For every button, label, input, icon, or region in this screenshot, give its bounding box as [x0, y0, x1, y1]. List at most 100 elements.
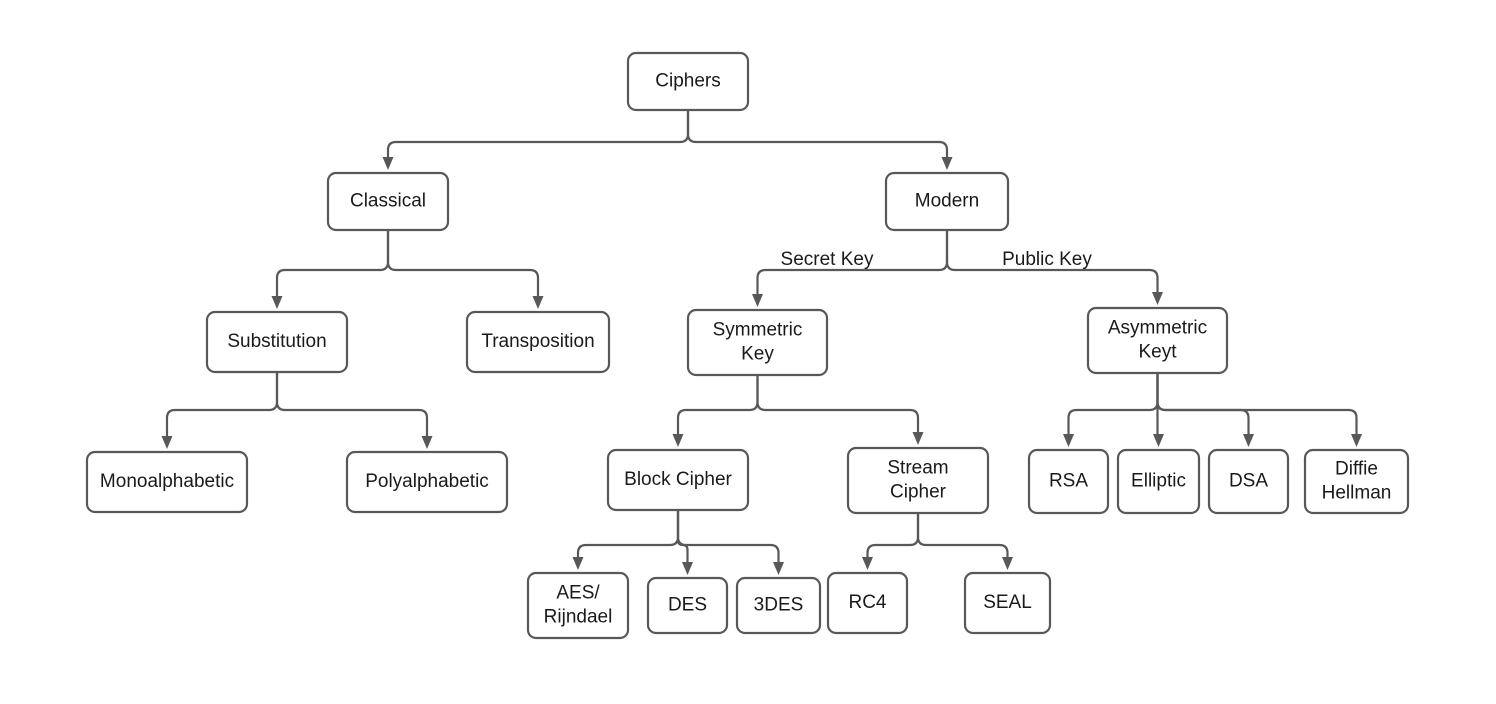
node-box[interactable]: [846, 446, 990, 515]
node-box[interactable]: [686, 308, 829, 377]
node-box[interactable]: [1086, 306, 1229, 375]
arrowhead-icon: [1351, 434, 1362, 447]
node-label: DSA: [1229, 471, 1268, 492]
arrowhead-icon: [1153, 434, 1164, 447]
arrowhead-icon: [1243, 434, 1254, 447]
node-box[interactable]: [626, 51, 750, 112]
edge-symmetric-key-to-block-cipher: [672, 373, 759, 447]
node-box[interactable]: [1303, 448, 1410, 515]
node-label: 3DES: [754, 595, 804, 616]
node-dsa[interactable]: DSA: [1207, 448, 1290, 515]
node-box[interactable]: [963, 571, 1052, 635]
edge-stream-cipher-to-seal: [916, 511, 1013, 570]
node-seal[interactable]: SEAL: [963, 571, 1052, 635]
edge-labels-layer: Secret Key Public Key: [781, 249, 1093, 270]
arrowhead-icon: [421, 436, 433, 449]
edge-classical-to-substitution: [271, 228, 390, 309]
arrowhead-icon: [672, 434, 684, 447]
edges-layer: [161, 108, 1362, 575]
node-monoalphabetic[interactable]: Monoalphabetic: [85, 450, 249, 514]
node-label: Classical: [350, 191, 426, 212]
edge-substitution-to-polyalphabetic: [275, 370, 433, 449]
arrowhead-icon: [682, 562, 693, 575]
edge-label-secret-key-label: Secret Key: [781, 249, 874, 270]
edge-modern-to-asymmetric-key: [945, 228, 1163, 305]
edge-ciphers-to-modern: [686, 108, 953, 170]
node-box[interactable]: [465, 310, 611, 374]
node-box[interactable]: [1207, 448, 1290, 515]
arrowhead-icon: [572, 557, 584, 570]
arrowhead-icon: [532, 296, 544, 309]
node-label: Monoalphabetic: [100, 471, 234, 492]
node-box[interactable]: [646, 576, 729, 635]
node-label: Modern: [915, 191, 979, 212]
arrowhead-icon: [271, 296, 283, 309]
node-block-cipher[interactable]: Block Cipher: [606, 448, 750, 512]
node-ciphers[interactable]: Ciphers: [626, 51, 750, 112]
edge-line: [1067, 371, 1159, 436]
edge-line: [576, 508, 680, 559]
node-box[interactable]: [1116, 448, 1201, 515]
edge-line: [386, 108, 690, 159]
node-classical[interactable]: Classical: [326, 171, 450, 232]
edge-classical-to-transposition: [386, 228, 544, 309]
node-label: RSA: [1049, 471, 1088, 492]
node-elliptic[interactable]: Elliptic: [1116, 448, 1201, 515]
edge-line: [1156, 371, 1358, 436]
node-label: DES: [668, 595, 707, 616]
node-box[interactable]: [884, 171, 1010, 232]
edge-asymmetric-key-to-diffie-hellman: [1156, 371, 1362, 447]
node-3des[interactable]: 3DES: [735, 576, 822, 635]
node-box[interactable]: [345, 450, 509, 514]
edge-line: [1156, 371, 1250, 436]
edge-line: [756, 373, 920, 434]
node-box[interactable]: [326, 171, 450, 232]
edge-line: [165, 370, 279, 438]
edge-line: [676, 508, 689, 564]
edge-line: [686, 108, 949, 159]
node-modern[interactable]: Modern: [884, 171, 1010, 232]
node-box[interactable]: [85, 450, 249, 514]
node-label: Substitution: [227, 331, 326, 352]
node-rsa[interactable]: RSA: [1027, 448, 1110, 515]
node-box[interactable]: [735, 576, 822, 635]
node-rc4[interactable]: RC4: [826, 571, 909, 635]
arrowhead-icon: [752, 294, 763, 307]
edge-line: [275, 228, 390, 298]
edge-line: [275, 370, 429, 438]
edge-line: [676, 508, 780, 564]
node-box[interactable]: [526, 571, 630, 640]
node-box[interactable]: [1027, 448, 1110, 515]
edge-label-public-key-label: Public Key: [1002, 249, 1092, 270]
node-polyalphabetic[interactable]: Polyalphabetic: [345, 450, 509, 514]
node-label: Elliptic: [1131, 471, 1186, 492]
node-box[interactable]: [205, 310, 349, 374]
node-substitution[interactable]: Substitution: [205, 310, 349, 374]
node-box[interactable]: [606, 448, 750, 512]
edge-ciphers-to-classical: [382, 108, 690, 170]
edge-line: [676, 373, 759, 436]
edge-block-cipher-to-3des: [676, 508, 784, 575]
arrowhead-icon: [382, 157, 394, 170]
edge-line: [866, 511, 920, 559]
node-des[interactable]: DES: [646, 576, 729, 635]
node-label: RC4: [848, 592, 886, 613]
arrowhead-icon: [1063, 434, 1074, 447]
node-aes-rijndael[interactable]: AES/Rijndael: [526, 571, 630, 640]
edge-symmetric-key-to-stream-cipher: [756, 373, 924, 445]
node-transposition[interactable]: Transposition: [465, 310, 611, 374]
node-box[interactable]: [826, 571, 909, 635]
arrowhead-icon: [773, 562, 784, 575]
edge-stream-cipher-to-rc4: [862, 511, 920, 570]
arrowhead-icon: [1152, 292, 1163, 305]
node-label: Transposition: [481, 331, 594, 352]
